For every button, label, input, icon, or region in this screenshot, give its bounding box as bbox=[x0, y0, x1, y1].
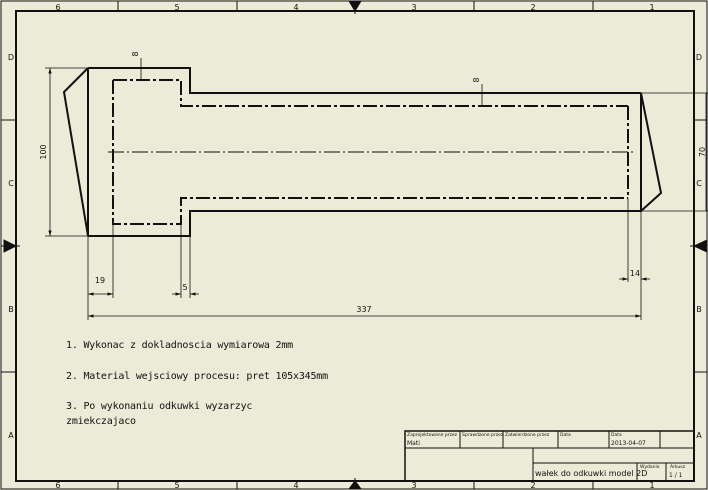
tb-drawing-title: wałek do odkuwki model 2D bbox=[535, 469, 647, 478]
zone-top-5: 5 bbox=[174, 3, 179, 12]
tb-header-sheet: Arkusz bbox=[670, 464, 686, 470]
dim-length-14: 14 bbox=[630, 269, 640, 278]
dim-chamfer-left-8: 8 bbox=[131, 51, 140, 56]
zone-bottom-6: 6 bbox=[55, 481, 60, 490]
zone-bottom-1: 1 bbox=[649, 481, 654, 490]
zone-top-3: 3 bbox=[411, 3, 416, 12]
zone-left-A: A bbox=[8, 431, 14, 440]
zone-bottom-4: 4 bbox=[293, 481, 298, 490]
zone-bottom-2: 2 bbox=[530, 481, 535, 490]
zone-left-C: C bbox=[8, 179, 14, 188]
tb-header-approved: Zatwierdzone przez bbox=[505, 432, 550, 438]
zone-right-A: A bbox=[696, 431, 702, 440]
tb-header-designed: Zaprojektowane przez bbox=[407, 432, 458, 438]
zone-left-B: B bbox=[8, 305, 14, 314]
zone-right-D: D bbox=[696, 53, 702, 62]
zone-bottom-3: 3 bbox=[411, 481, 416, 490]
forging-outline bbox=[62, 67, 663, 237]
dim-length-5: 5 bbox=[182, 283, 187, 292]
zone-bottom-5: 5 bbox=[174, 481, 179, 490]
zone-top-2: 2 bbox=[530, 3, 535, 12]
title-block bbox=[404, 430, 695, 482]
dim-diameter-70: 70 bbox=[698, 147, 707, 157]
tb-date: 2013-04-07 bbox=[611, 440, 646, 447]
note-3: 3. Po wykonaniu odkuwki wyzarzyc bbox=[66, 401, 253, 412]
tb-header-date2: Data bbox=[560, 432, 571, 438]
tb-designer: Mati bbox=[407, 440, 420, 447]
zone-left-D: D bbox=[8, 53, 14, 62]
zone-top-6: 6 bbox=[55, 3, 60, 12]
note-2: 2. Material wejsciowy procesu: pret 105x… bbox=[66, 371, 328, 382]
zone-right-C: C bbox=[696, 179, 702, 188]
note-1: 1. Wykonac z dokladnoscia wymiarowa 2mm bbox=[66, 340, 293, 351]
dim-chamfer-right-8: 8 bbox=[472, 77, 481, 82]
zone-right-B: B bbox=[696, 305, 702, 314]
note-3-continued: zmiekczajaco bbox=[66, 416, 136, 427]
tb-header-date: Data bbox=[611, 432, 622, 438]
dim-diameter-100: 100 bbox=[39, 144, 48, 159]
dim-length-19: 19 bbox=[95, 276, 105, 285]
zone-top-4: 4 bbox=[293, 3, 298, 12]
tb-sheet-number: 1 / 1 bbox=[669, 472, 683, 479]
tb-header-edition: Wydanie bbox=[640, 464, 660, 470]
dim-total-length-337: 337 bbox=[356, 305, 371, 314]
tb-header-checked: Sprawdzone przez bbox=[462, 432, 504, 438]
zone-top-1: 1 bbox=[649, 3, 654, 12]
